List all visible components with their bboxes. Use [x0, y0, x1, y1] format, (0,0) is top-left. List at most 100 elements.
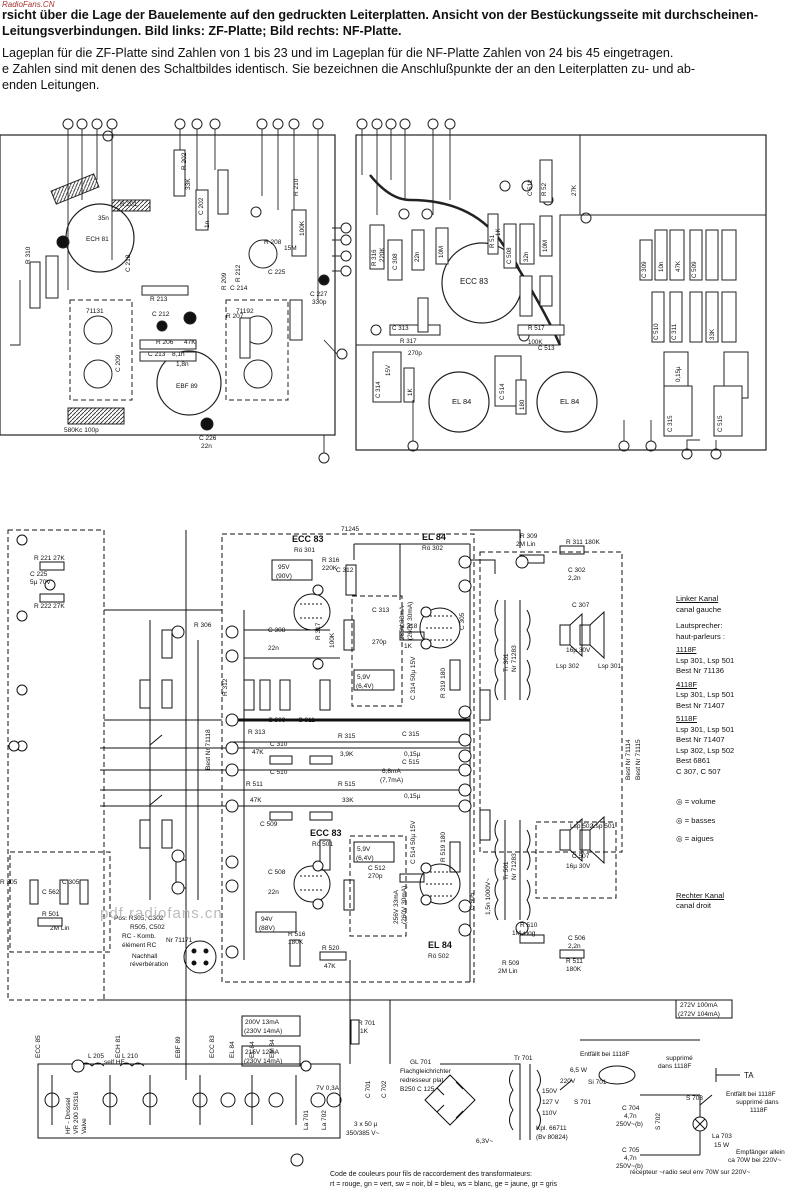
svg-text:Best Nr 71115: Best Nr 71115 — [635, 739, 642, 780]
svg-text:Tr 501: Tr 501 — [503, 861, 510, 880]
svg-text:(6,4V): (6,4V) — [356, 683, 374, 690]
svg-text:R 221 27K: R 221 27K — [34, 555, 65, 562]
svg-text:4,7n: 4,7n — [624, 1155, 637, 1162]
svg-text:1K: 1K — [404, 643, 413, 650]
svg-text:ECC 83: ECC 83 — [209, 1035, 216, 1058]
svg-text:Valve: Valve — [81, 1118, 88, 1134]
svg-text:R505, C502: R505, C502 — [130, 924, 165, 931]
svg-text:127 V: 127 V — [542, 1099, 560, 1106]
svg-text:VR 200 Sf/316: VR 200 Sf/316 — [73, 1091, 80, 1134]
svg-text:200V 13mA: 200V 13mA — [245, 1019, 280, 1026]
svg-text:256V 33mA: 256V 33mA — [393, 889, 400, 924]
svg-text:Pos. R305, C302: Pos. R305, C302 — [114, 915, 164, 922]
header-line-3: Lageplan für die ZF-Platte sind Zahlen v… — [2, 46, 674, 60]
svg-text:R 511: R 511 — [566, 958, 583, 965]
svg-text:35n: 35n — [98, 215, 109, 222]
svg-text:L 205: L 205 — [88, 1053, 104, 1060]
svg-text:R 311 180K: R 311 180K — [566, 539, 601, 546]
header-line-5: enden Leitungen. — [2, 78, 100, 92]
svg-text:EL 84: EL 84 — [452, 397, 471, 406]
svg-text:Nr 71283: Nr 71283 — [511, 645, 518, 672]
svg-text:C 214: C 214 — [230, 285, 248, 292]
svg-text:(260V 30mA): (260V 30mA) — [407, 602, 414, 640]
model-1118-b: Best Nr 71136 — [676, 666, 724, 675]
svg-text:R 316: R 316 — [371, 249, 378, 266]
header-line-1: rsicht über die Lage der Bauelemente auf… — [2, 8, 759, 22]
svg-text:Lsp 301: Lsp 301 — [598, 663, 622, 670]
schematic-labels: 71245 ECC 83 Rö 301 EL 84 Rö 302 ECC 83 … — [0, 526, 785, 1176]
right-channel-title: Rechter Kanal — [676, 890, 725, 900]
svg-text:R 210: R 210 — [293, 178, 300, 196]
svg-text:R 305: R 305 — [0, 879, 18, 886]
svg-text:GL 701: GL 701 — [410, 1059, 431, 1066]
svg-text:Flachgleichrichter: Flachgleichrichter — [400, 1068, 452, 1075]
svg-text:C 704: C 704 — [622, 1105, 640, 1112]
svg-text:S 703: S 703 — [686, 1095, 703, 1102]
svg-text:10n: 10n — [658, 261, 665, 272]
svg-text:16µ 30V: 16µ 30V — [566, 647, 591, 654]
svg-text:R 212: R 212 — [235, 264, 242, 282]
svg-text:15 W: 15 W — [714, 1142, 730, 1149]
svg-text:250V~(b): 250V~(b) — [616, 1121, 643, 1128]
svg-text:2,2n: 2,2n — [568, 943, 581, 950]
svg-text:EM 84: EM 84 — [269, 1039, 276, 1058]
svg-text:C 507: C 507 — [572, 853, 590, 860]
svg-text:supprimé dans: supprimé dans — [736, 1099, 779, 1106]
svg-text:330p: 330p — [312, 299, 327, 306]
svg-text:R 316: R 316 — [322, 557, 340, 564]
svg-text:47K: 47K — [324, 963, 336, 970]
svg-text:0,15µ: 0,15µ — [404, 751, 421, 758]
svg-text:94V: 94V — [261, 916, 273, 923]
channel-legend: Linker Kanal canal gauche Lautsprecher: … — [676, 594, 734, 912]
model-5118-e: C 307, C 507 — [676, 766, 721, 776]
svg-text:C 515: C 515 — [717, 415, 724, 432]
svg-text:268V 33mA: 268V 33mA — [399, 605, 406, 640]
svg-text:27K: 27K — [571, 184, 578, 196]
svg-text:récepteur ~radio seul env 70W: récepteur ~radio seul env 70W sur 220V~ — [630, 1169, 751, 1176]
svg-text:71192: 71192 — [236, 308, 254, 315]
svg-text:Lsp 502: Lsp 502 — [570, 823, 594, 830]
svg-text:Tr 301: Tr 301 — [503, 653, 510, 672]
svg-text:La 701: La 701 — [303, 1110, 310, 1130]
svg-text:C 314 50µ 15V: C 314 50µ 15V — [410, 656, 417, 700]
svg-text:EL 84: EL 84 — [422, 532, 446, 542]
svg-text:R 312: R 312 — [222, 678, 229, 696]
model-5118-a: Lsp 301, Lsp 501 — [676, 724, 735, 734]
svg-text:22n: 22n — [201, 443, 212, 450]
svg-text:EL 84: EL 84 — [560, 397, 579, 406]
svg-text:2M Lin: 2M Lin — [516, 541, 536, 548]
legend-treble: ◎ = aigues — [676, 834, 714, 843]
svg-text:R 208: R 208 — [264, 239, 282, 246]
svg-text:ECC 83: ECC 83 — [310, 828, 342, 838]
schematic-wiring — [7, 529, 740, 1156]
svg-text:350/385 V~: 350/385 V~ — [346, 1130, 380, 1137]
svg-text:C 515: C 515 — [402, 759, 420, 766]
header-line-4: e Zahlen sind mit denen des Schaltbildes… — [2, 62, 696, 76]
model-5118-c: Lsp 302, Lsp 502 — [676, 745, 735, 755]
svg-text:33K: 33K — [185, 178, 192, 190]
svg-text:R 213: R 213 — [150, 296, 168, 303]
svg-text:1,5n 1000V~: 1,5n 1000V~ — [485, 878, 492, 915]
svg-text:Nr 71171: Nr 71171 — [166, 937, 193, 944]
svg-text:110V: 110V — [542, 1110, 557, 1117]
svg-text:(88V): (88V) — [259, 925, 275, 932]
svg-text:C 514 50µ 15V: C 514 50µ 15V — [410, 820, 417, 864]
svg-text:C 312: C 312 — [336, 567, 354, 574]
svg-text:C 510: C 510 — [270, 769, 288, 776]
svg-text:10M: 10M — [438, 246, 445, 258]
svg-text:Lsp 501: Lsp 501 — [592, 823, 616, 830]
model-4118-a: Lsp 301, Lsp 501 — [676, 690, 735, 699]
svg-text:R 315: R 315 — [338, 733, 356, 740]
svg-text:ca 70W bei 220V~: ca 70W bei 220V~ — [728, 1157, 782, 1164]
svg-text:Kpl. 66711: Kpl. 66711 — [536, 1125, 567, 1132]
svg-text:8,1n: 8,1n — [172, 351, 185, 358]
svg-text:22n: 22n — [414, 251, 421, 262]
svg-text:15M: 15M — [284, 245, 297, 252]
svg-text:47K: 47K — [184, 339, 196, 346]
svg-text:C 209: C 209 — [115, 354, 122, 372]
svg-text:C 513: C 513 — [538, 345, 555, 352]
svg-text:C 509: C 509 — [260, 821, 278, 828]
svg-text:R 319 180: R 319 180 — [440, 668, 447, 698]
svg-text:C 313: C 313 — [392, 325, 409, 332]
